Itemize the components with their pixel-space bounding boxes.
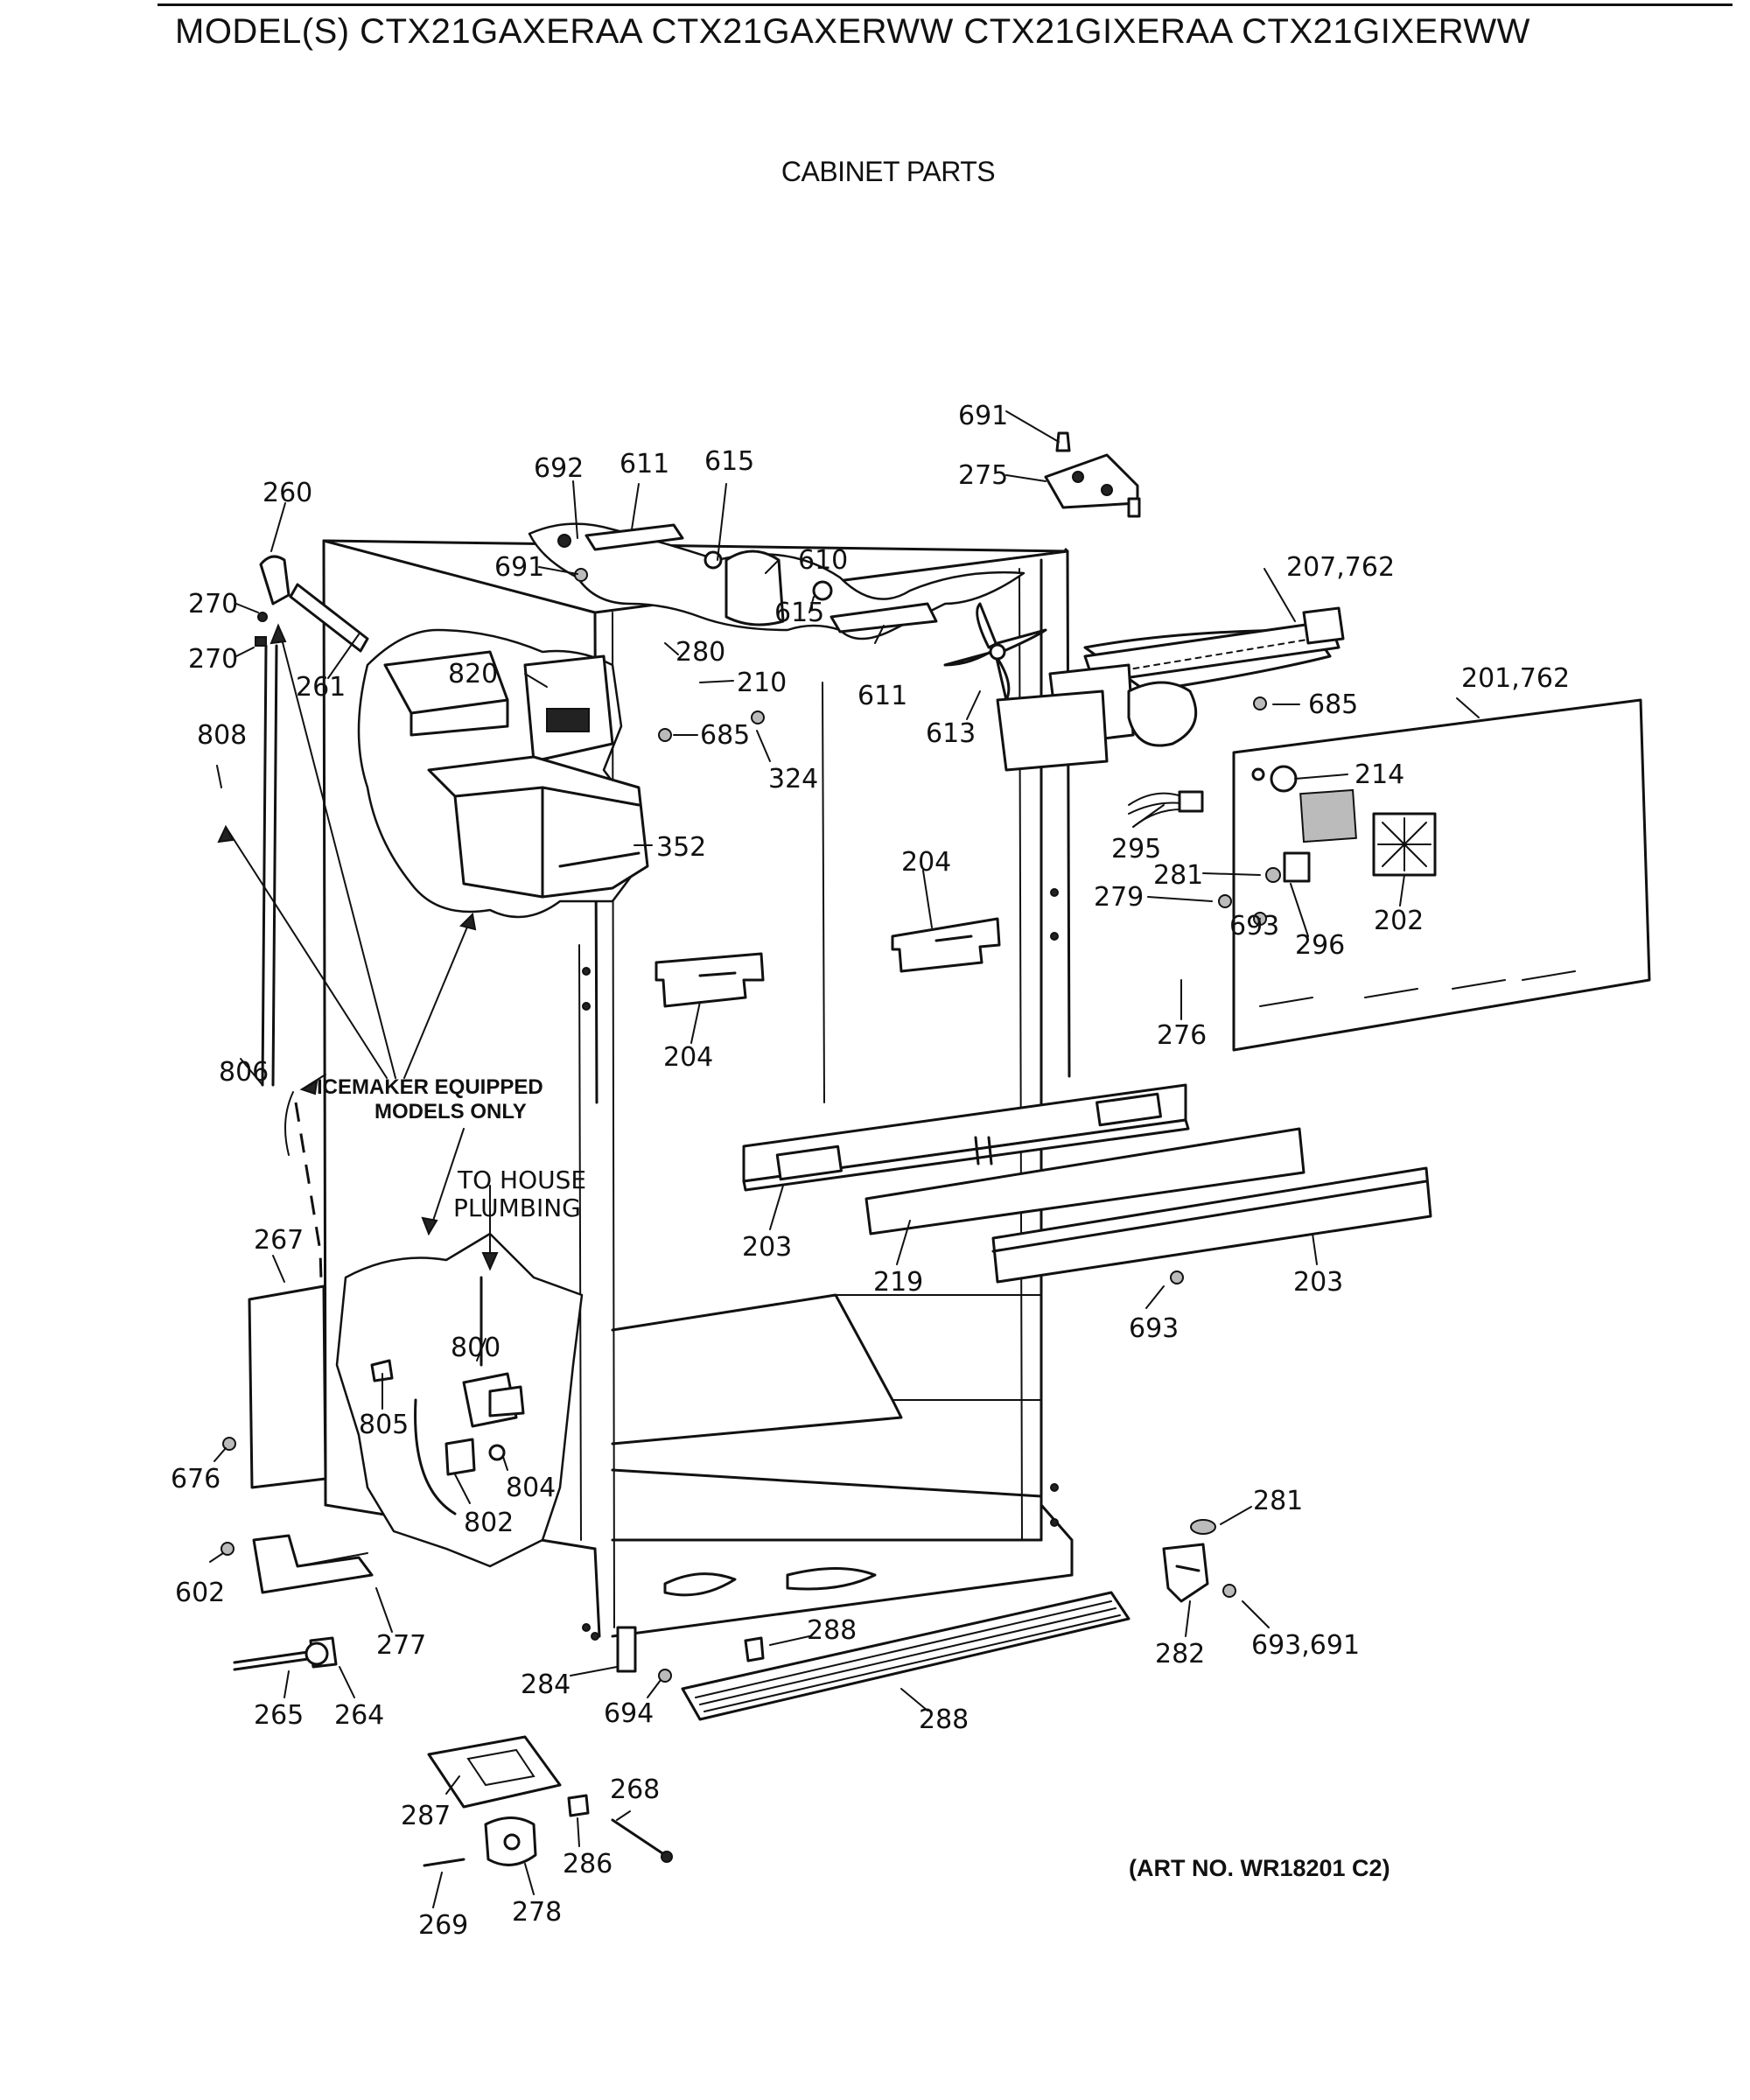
icemaker-cutaway [357,628,649,919]
arrow-heads [217,623,499,1271]
part-label: 288 [919,1704,969,1735]
part-label: 611 [858,681,907,711]
part-label: 693 [1129,1313,1179,1344]
water-valve-cutaway [335,1232,584,1568]
part-label: 806 [219,1057,269,1088]
part-label: 615 [774,598,824,628]
part-label: 203 [1293,1267,1343,1298]
part-label: 615 [704,446,754,477]
fan-bracket-611 [557,523,938,634]
part-label: 278 [512,1897,562,1928]
lower-parts [233,1519,1216,1867]
part-label: 279 [1094,882,1144,913]
part-label: 261 [296,672,346,703]
part-label: 260 [262,478,312,508]
plumbing-note-line1: TO HOUSE [457,1166,586,1194]
part-label: 265 [254,1700,304,1731]
part-label: 203 [742,1232,792,1263]
part-label: 214 [1354,760,1404,790]
part-label: 281 [1253,1486,1303,1516]
part-label: 611 [620,449,669,480]
top-hinge [1044,431,1141,518]
header-rule [158,4,1732,6]
part-label: 820 [448,659,498,690]
evaporator-duct [996,606,1345,772]
part-label: 270 [188,644,238,675]
part-label: 277 [376,1630,426,1661]
rear-panel [1232,698,1651,1052]
part-label: 269 [418,1910,468,1941]
part-label: 264 [334,1700,384,1731]
part-label: 685 [700,720,750,751]
part-label: 693,691 [1251,1630,1360,1661]
icemaker-note: ICEMAKER EQUIPPED MODELS ONLY [317,1075,543,1124]
part-label: 204 [901,847,951,878]
screws [220,568,1281,1683]
part-label: 201,762 [1461,663,1570,694]
part-label: 613 [926,718,976,749]
part-label: 324 [768,764,818,794]
part-label: 685 [1308,690,1358,720]
icemaker-note-line1: ICEMAKER EQUIPPED [317,1075,543,1099]
part-label: 295 [1111,834,1161,864]
part-label: 268 [610,1774,660,1805]
section-title: CABINET PARTS [780,156,996,187]
side-panel [248,1284,327,1489]
part-label: 808 [197,720,247,751]
mullion-channels [742,1083,1432,1284]
part-label: 288 [807,1615,857,1646]
shelf-bracket-left [654,952,765,1008]
part-label: 691 [494,552,544,583]
part-label: 694 [604,1698,654,1729]
part-label: 296 [1295,930,1345,961]
part-labels: 691 275 692 611 615 610 691 260 270 270 … [171,401,1570,1941]
part-label: 270 [188,589,238,620]
part-label: 219 [873,1267,923,1298]
plumbing-note-line2: PLUMBING [453,1194,581,1222]
part-label: 207,762 [1286,552,1395,583]
plumbing-note: TO HOUSE PLUMBING [453,1166,586,1222]
part-label: 282 [1155,1639,1205,1670]
part-label: 275 [958,460,1008,491]
part-label: 267 [254,1225,304,1256]
part-label: 693 [1229,911,1279,942]
part-label: 692 [534,453,584,484]
part-label: 287 [401,1801,451,1831]
shelf-bracket-right [891,917,1001,973]
art-number: (ART NO. WR18201 C2) [1129,1855,1390,1881]
part-label: 805 [359,1410,409,1440]
part-label: 276 [1157,1020,1207,1051]
part-label: 610 [798,545,848,576]
part-label: 802 [464,1508,514,1538]
part-label: 602 [175,1578,225,1608]
part-label: 281 [1153,860,1203,891]
part-label: 676 [171,1464,220,1494]
part-label: 286 [563,1849,612,1880]
part-label: 352 [656,832,706,863]
part-label: 284 [521,1670,570,1700]
part-label: 280 [676,637,725,668]
part-label: 202 [1374,906,1424,936]
part-label: 204 [663,1042,713,1073]
icemaker-note-line2: MODELS ONLY [374,1100,527,1124]
part-label: 691 [958,401,1008,431]
part-label: 804 [506,1473,556,1503]
part-label: 800 [451,1333,500,1363]
model-numbers-header: MODEL(S) CTX21GAXERAA CTX21GAXERWW CTX21… [175,12,1530,51]
fan-blade-613 [943,602,1047,702]
part-label: 210 [737,668,787,698]
